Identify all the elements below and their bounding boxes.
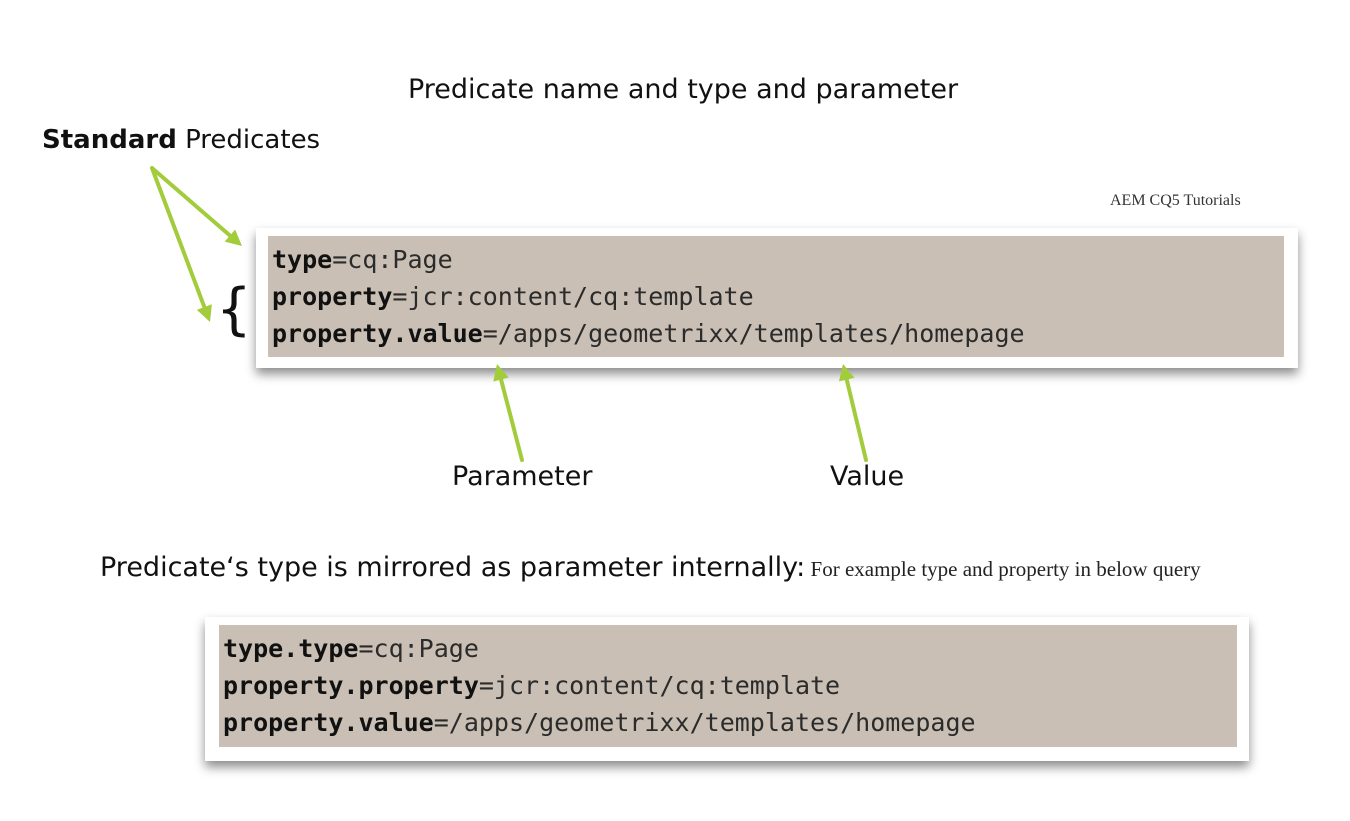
brace-symbol: {: [216, 282, 252, 338]
mirror-note: Predicate‘s type is mirrored as paramete…: [100, 552, 1201, 583]
arrow-to-parameter: [501, 379, 522, 460]
arrow-to-brace: [152, 168, 204, 307]
query-line: type.type=cq:Page: [223, 630, 1237, 667]
query-param: property.value: [223, 708, 434, 737]
arrow-to-type-head: [225, 229, 242, 246]
arrow-to-brace-head: [197, 304, 212, 322]
query-line: property.property=jcr:content/cq:templat…: [223, 667, 1237, 704]
query-value: =jcr:content/cq:template: [479, 671, 840, 700]
mirror-note-main: Predicate‘s type is mirrored as paramete…: [100, 552, 805, 583]
mirror-note-example: For example type and property in below q…: [805, 557, 1200, 581]
query-card-mirrored: type.type=cq:Pageproperty.property=jcr:c…: [205, 617, 1249, 761]
query-param: property: [272, 282, 392, 311]
standard-label-bold: Standard: [42, 125, 177, 155]
query-value: =jcr:content/cq:template: [392, 282, 753, 311]
query-value: =cq:Page: [358, 634, 478, 663]
query-param: type.type: [223, 634, 358, 663]
parameter-label: Parameter: [452, 461, 592, 492]
standard-predicates-label: Standard Predicates: [42, 125, 320, 155]
query-param: property.value: [272, 319, 483, 348]
query-value: =cq:Page: [332, 245, 452, 274]
standard-label-rest: Predicates: [177, 125, 320, 155]
query-card-standard: type=cq:Pageproperty=jcr:content/cq:temp…: [256, 228, 1298, 368]
query-code-mirrored: type.type=cq:Pageproperty.property=jcr:c…: [219, 625, 1237, 747]
arrow-to-type: [152, 168, 230, 236]
query-line: type=cq:Page: [272, 241, 1284, 278]
query-param: property.property: [223, 671, 479, 700]
page-title: Predicate name and type and parameter: [0, 74, 1350, 105]
value-label: Value: [830, 461, 904, 492]
query-value: =/apps/geometrixx/templates/homepage: [434, 708, 976, 737]
query-value: =/apps/geometrixx/templates/homepage: [483, 319, 1025, 348]
watermark: AEM CQ5 Tutorials: [1110, 192, 1241, 210]
query-line: property=jcr:content/cq:template: [272, 278, 1284, 315]
query-line: property.value=/apps/geometrixx/template…: [223, 704, 1237, 741]
query-line: property.value=/apps/geometrixx/template…: [272, 315, 1284, 352]
arrow-to-value: [847, 380, 866, 460]
query-code-standard: type=cq:Pageproperty=jcr:content/cq:temp…: [268, 236, 1284, 357]
query-param: type: [272, 245, 332, 274]
